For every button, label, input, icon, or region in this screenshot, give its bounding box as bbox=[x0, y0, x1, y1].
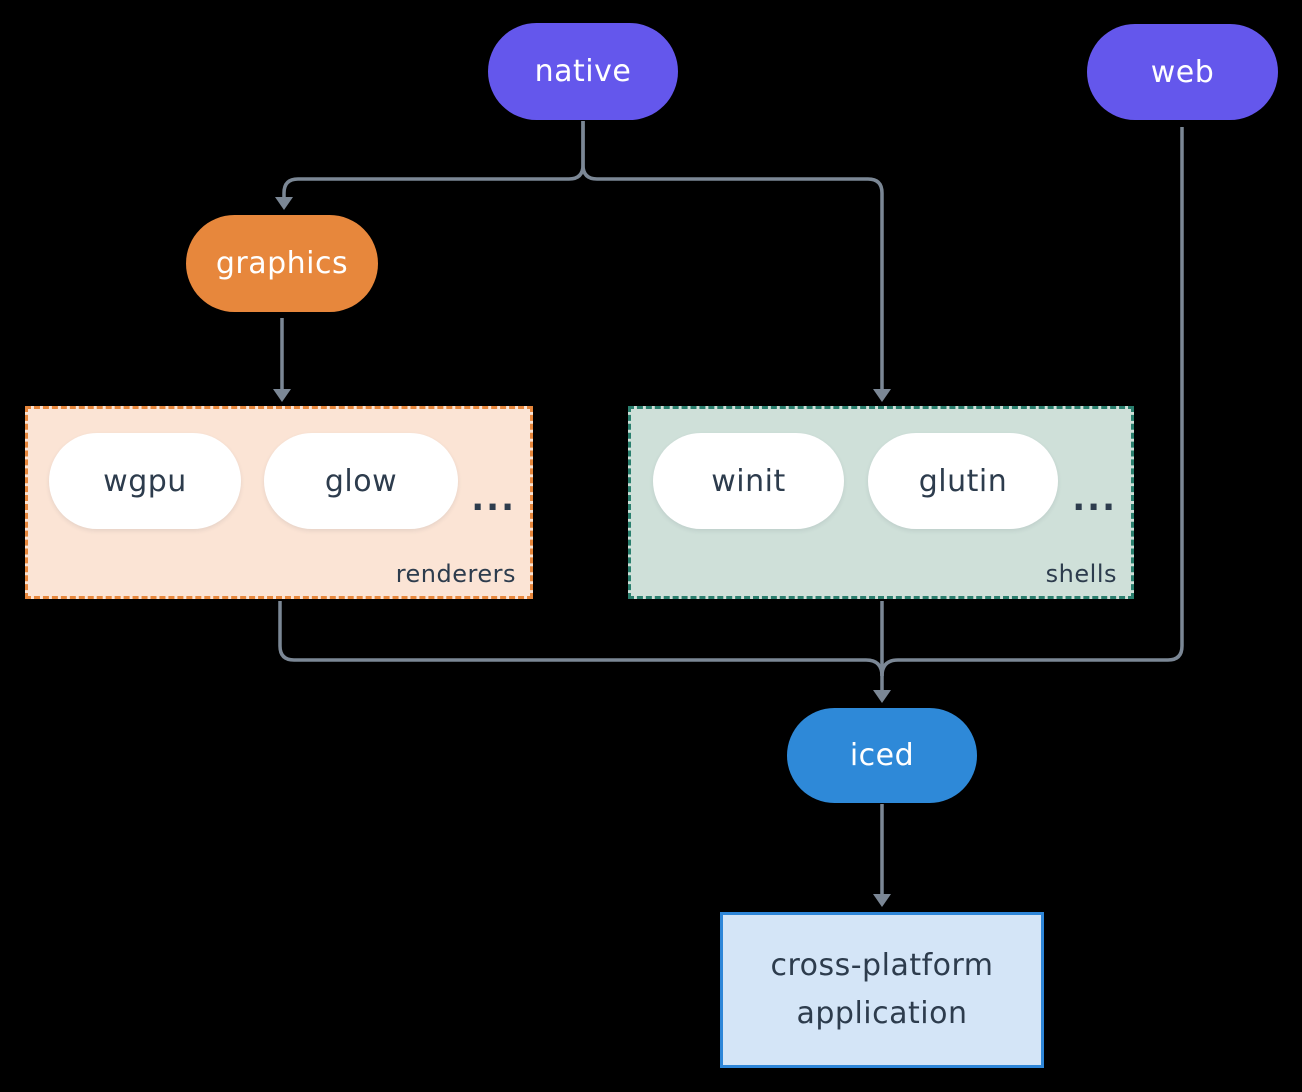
node-glow-label: glow bbox=[324, 463, 398, 499]
connector-web-to-iced bbox=[880, 127, 1184, 677]
shells-group-label: shells bbox=[1045, 560, 1117, 588]
node-glutin: glutin bbox=[868, 433, 1058, 529]
node-cross-platform-application: cross-platform application bbox=[720, 912, 1044, 1068]
node-winit: winit bbox=[653, 433, 844, 529]
arrowhead-renderers bbox=[273, 389, 291, 402]
renderers-ellipsis: ... bbox=[471, 479, 516, 519]
node-graphics: graphics bbox=[186, 215, 378, 312]
renderers-group-label: renderers bbox=[395, 560, 516, 588]
node-glow: glow bbox=[264, 433, 458, 529]
node-wgpu: wgpu bbox=[49, 433, 241, 529]
node-winit-label: winit bbox=[711, 463, 786, 499]
shells-ellipsis: ... bbox=[1072, 479, 1117, 519]
node-native: native bbox=[488, 23, 678, 120]
group-shells: winit glutin ... shells bbox=[628, 406, 1134, 599]
arrowhead-iced bbox=[873, 690, 891, 703]
node-wgpu-label: wgpu bbox=[103, 463, 187, 499]
arrowhead-shells bbox=[873, 389, 891, 402]
node-iced: iced bbox=[787, 708, 977, 803]
node-graphics-label: graphics bbox=[215, 246, 349, 281]
application-label-line2: application bbox=[796, 996, 968, 1031]
node-glutin-label: glutin bbox=[918, 463, 1008, 499]
connector-native-to-shells bbox=[581, 121, 884, 390]
arrowhead-graphics bbox=[275, 197, 293, 210]
application-label-line1: cross-platform bbox=[770, 948, 994, 983]
connector-renderers-to-iced bbox=[278, 601, 884, 677]
group-renderers: wgpu glow ... renderers bbox=[25, 406, 533, 599]
arrowhead-application bbox=[873, 894, 891, 907]
connector-native-to-graphics bbox=[282, 121, 585, 198]
node-web-label: web bbox=[1150, 54, 1215, 90]
node-iced-label: iced bbox=[849, 738, 915, 773]
node-web: web bbox=[1087, 24, 1278, 120]
node-native-label: native bbox=[534, 54, 632, 89]
